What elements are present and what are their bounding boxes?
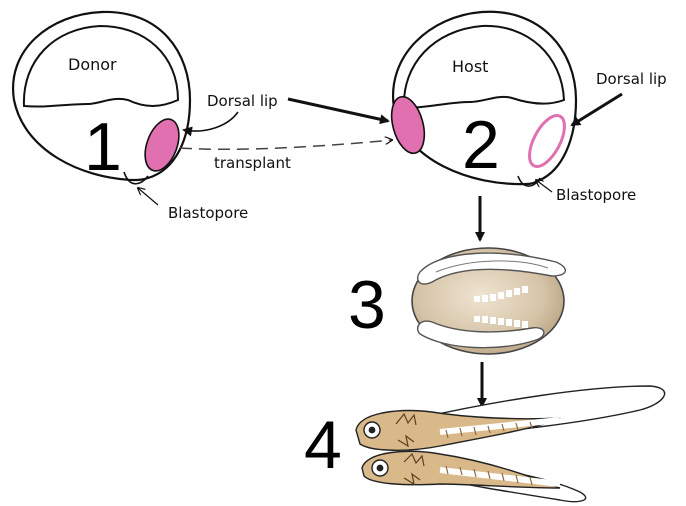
host-grafted-dorsal-lip [390,95,426,155]
dorsal-lip-label-donor: Dorsal lip [207,92,278,110]
host-dorsal-lip-outline [528,114,566,168]
transplant-label: transplant [214,154,291,172]
blastopore-label-donor: Blastopore [168,204,248,222]
step-number-2: 2 [462,107,500,183]
transplant-arrow [179,140,392,151]
blastopore-pointer-donor [138,188,159,206]
step-number-4: 4 [304,407,342,483]
donor-label: Donor [68,55,117,74]
dorsal-lip-arrow-host [570,92,623,127]
host-embryo [390,10,578,187]
step-number-1: 1 [84,109,122,185]
dorsal-lip-arrow-to-host [287,97,390,125]
donor-embryo [11,10,192,185]
twin-tadpoles [355,385,666,503]
host-label: Host [452,57,488,76]
donor-dorsal-lip [144,118,180,172]
step-number-3: 3 [348,267,386,343]
blastopore-label-host: Blastopore [556,186,636,204]
dorsal-lip-pointer-donor [182,111,239,137]
secondary-axis-embryo [411,247,566,355]
dorsal-lip-label-host: Dorsal lip [596,70,667,88]
blastopore-pointer-host [536,180,553,193]
